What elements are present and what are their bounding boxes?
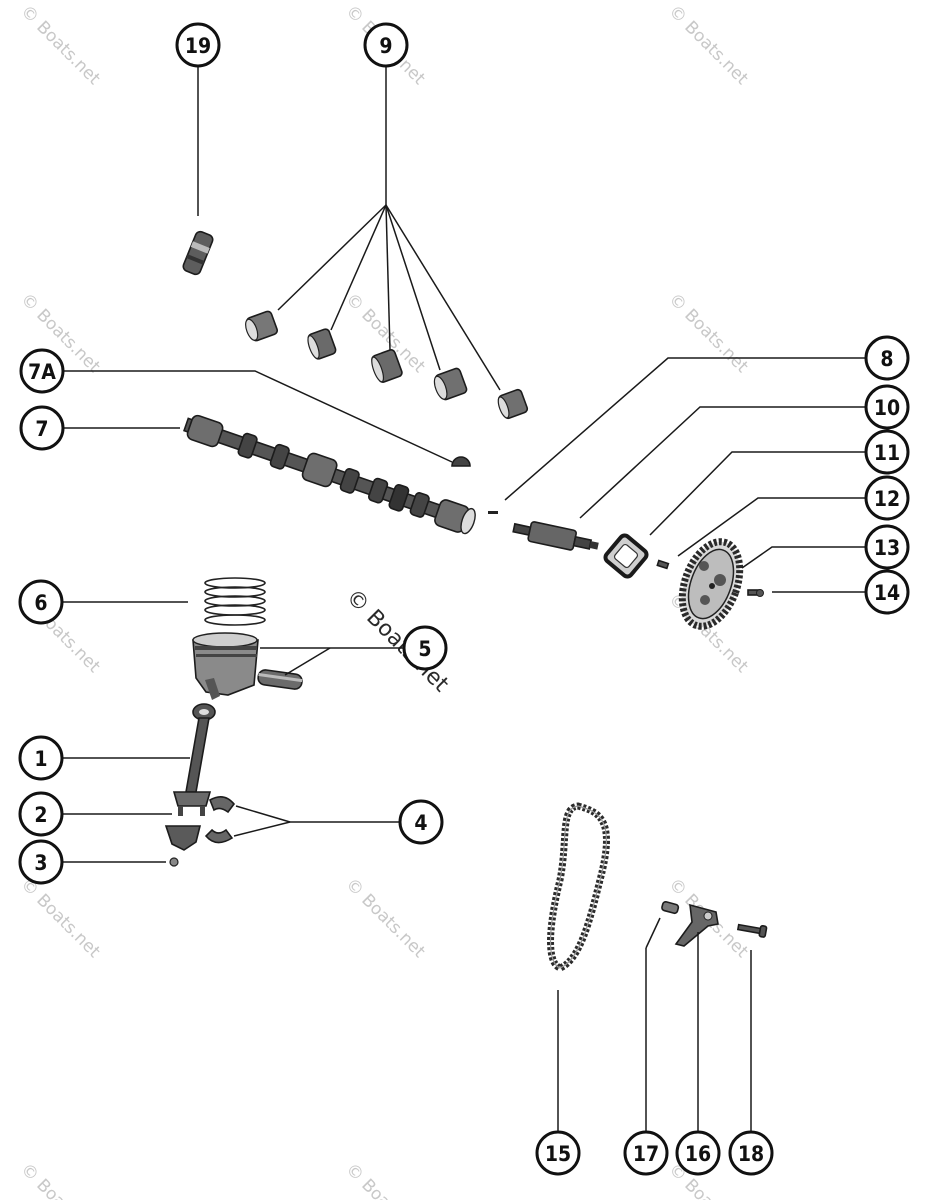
callout-11: 11	[864, 429, 910, 475]
callout-label: 19	[185, 34, 211, 58]
callout-label: 18	[738, 1142, 764, 1166]
part-11-thrust-plate	[603, 533, 649, 579]
callout-7a: 7A	[19, 348, 65, 394]
part-1-connecting-rod	[172, 703, 216, 816]
part-18-bolt	[736, 923, 768, 938]
callout-label: 5	[418, 637, 431, 661]
part-13-camshaft-sprocket	[678, 538, 744, 630]
callout-15: 15	[535, 1130, 581, 1176]
watermark: © Boats.net	[664, 289, 752, 377]
leader-17	[645, 917, 661, 949]
part-5-piston	[192, 632, 259, 700]
leader-7a	[63, 370, 453, 463]
watermark: © Boats.net	[16, 874, 104, 962]
leader-9	[277, 204, 387, 311]
watermark: © Boats.net	[16, 1, 104, 89]
callout-18: 18	[728, 1130, 774, 1176]
leader-9	[385, 204, 441, 371]
callout-12: 12	[864, 475, 910, 521]
callout-13: 13	[864, 524, 910, 570]
callout-6: 6	[18, 579, 64, 625]
callout-label: 10	[874, 396, 900, 420]
callout-label: 6	[34, 591, 47, 615]
callout-label: 17	[633, 1142, 659, 1166]
bearing	[307, 328, 337, 360]
callout-3: 3	[18, 839, 64, 885]
part-6-piston-rings	[204, 577, 266, 626]
callout-19: 19	[175, 22, 221, 68]
leader-4	[233, 821, 291, 837]
part-4-rod-bearings	[204, 796, 236, 844]
leader-11	[649, 451, 866, 536]
callout-label: 13	[874, 536, 900, 560]
part-16-bracket	[674, 903, 719, 947]
part-9-camshaft-bearings	[245, 310, 529, 420]
part-7-camshaft	[183, 414, 476, 535]
callout-9: 9	[363, 22, 409, 68]
part-8-dash	[488, 511, 498, 514]
leader-13	[741, 546, 866, 569]
callout-label: 3	[34, 851, 47, 875]
leader-9	[385, 204, 391, 351]
watermark: © Boats.net	[16, 1159, 104, 1200]
part-10-drive-shaft	[512, 521, 599, 551]
callout-label: 9	[379, 34, 392, 58]
watermark: © Boats.net	[664, 1, 752, 89]
callout-label: 11	[874, 441, 900, 465]
callout-8: 8	[864, 335, 910, 381]
bearing	[371, 349, 403, 383]
part-14-bolt	[747, 589, 764, 597]
callout-label: 16	[685, 1142, 711, 1166]
callout-label: 2	[34, 803, 47, 827]
callout-label: 7	[35, 417, 48, 441]
leader-9	[385, 204, 501, 391]
callout-2: 2	[18, 791, 64, 837]
callout-10: 10	[864, 384, 910, 430]
leader-4	[235, 805, 291, 823]
callout-4: 4	[398, 799, 444, 845]
bearing	[497, 388, 529, 420]
callout-16: 16	[675, 1130, 721, 1176]
leader-9	[330, 204, 387, 331]
callout-label: 1	[34, 747, 47, 771]
part-12-screw	[656, 559, 670, 570]
bearing	[245, 310, 278, 342]
part-17-pin	[661, 900, 680, 915]
callout-label: 15	[545, 1142, 571, 1166]
watermark-grid: © Boats.net © Boats.net © Boats.net © Bo…	[16, 1, 752, 1200]
part-19-valve-lifter	[182, 230, 214, 276]
part-5-piston-pin	[257, 669, 303, 690]
leader-8	[504, 357, 866, 501]
callout-14: 14	[864, 569, 910, 615]
leader-10	[579, 406, 866, 519]
part-2-rod-cap	[164, 825, 202, 851]
callout-1: 1	[18, 735, 64, 781]
leader-12	[677, 497, 866, 557]
leader-lines	[62, 66, 866, 1132]
watermark: © Boats.net	[341, 874, 429, 962]
callout-label: 12	[874, 487, 900, 511]
part-7a-key	[451, 456, 471, 467]
callout-label: 7A	[28, 360, 56, 384]
leader-5	[284, 647, 331, 676]
part-3-nut	[169, 857, 179, 867]
part-15-timing-chain	[547, 802, 610, 972]
callout-label: 8	[880, 347, 893, 371]
callout-label: 4	[414, 811, 427, 835]
watermark: © Boats.net	[341, 1159, 429, 1200]
bearing	[433, 367, 468, 401]
callout-label: 14	[874, 581, 900, 605]
callout-5: 5	[402, 625, 448, 671]
callout-7: 7	[19, 405, 65, 451]
callout-17: 17	[623, 1130, 669, 1176]
